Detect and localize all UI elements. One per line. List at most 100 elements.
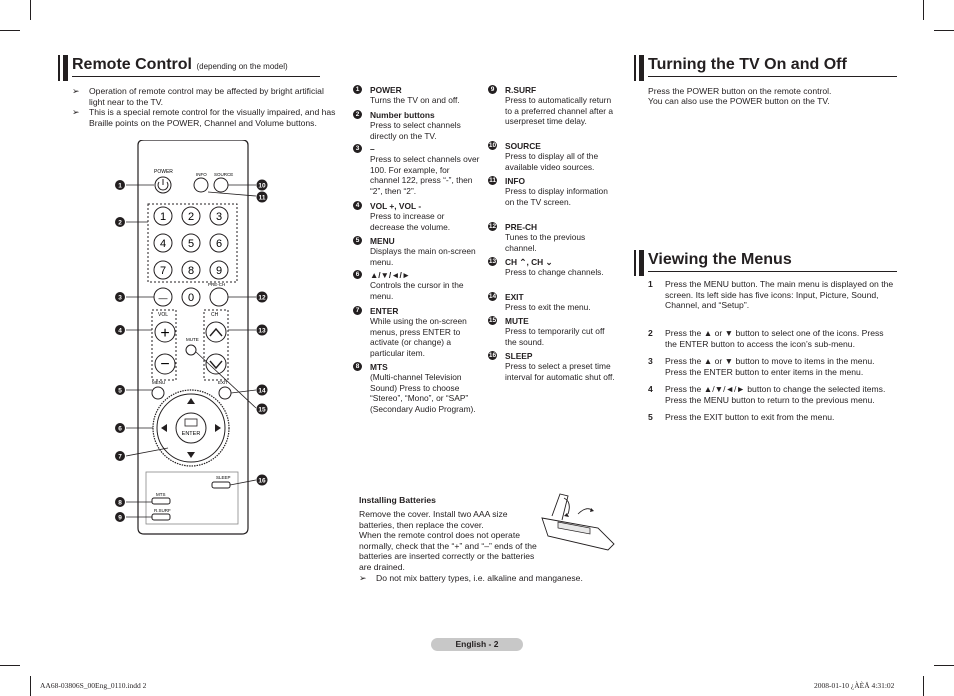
- item-number: 2: [353, 110, 362, 119]
- list-item: 12 PRE-CH Tunes to the previous channel.: [488, 222, 615, 253]
- item-body: Press to increase or decrease the volume…: [370, 211, 451, 232]
- battery-install-illustration: [541, 493, 615, 551]
- item-body: While using the on-screen menus, press E…: [370, 316, 467, 358]
- list-item: 10 SOURCE Press to display all of the av…: [488, 141, 615, 172]
- item-body: (Multi-channel Television Sound) Press t…: [370, 372, 476, 414]
- digit-7: 7: [160, 265, 166, 277]
- list-item: 14 EXIT Press to exit the menu.: [488, 292, 615, 313]
- title-bar: [639, 55, 644, 81]
- step-item: 3 Press the ▲ or ▼ button to move to ite…: [648, 356, 897, 377]
- digit-9: 9: [216, 265, 222, 277]
- title-rule: [72, 76, 320, 77]
- source-label: SOURCE: [214, 172, 233, 177]
- step-item: 4 Press the ▲/▼/◄/► button to change the…: [648, 384, 897, 405]
- step-text: Press the ▲ or ▼ button to select one of…: [665, 328, 884, 349]
- item-heading: CH ⌃, CH ⌄: [505, 257, 553, 267]
- item-heading: ▲/▼/◄/►: [370, 270, 411, 280]
- callout-10: 10: [258, 183, 266, 190]
- batteries-text-1: Remove the cover. Install two AAA size b…: [359, 509, 508, 530]
- item-body: Tunes to the previous channel.: [505, 232, 586, 253]
- mute-label: MUTE: [186, 337, 199, 342]
- step-text: Press the ▲ or ▼ button to move to items…: [665, 356, 875, 377]
- crop-mark: [30, 0, 31, 20]
- item-number: 11: [488, 176, 497, 185]
- enter-label: ENTER: [182, 431, 201, 437]
- footer-file-name: AA68-03806S_00Eng_0110.indd 2: [40, 681, 147, 690]
- item-heading: SOURCE: [505, 141, 541, 151]
- title-bar: [58, 55, 60, 81]
- note-arrow-icon: ➢: [72, 86, 80, 96]
- callout-1: 1: [118, 183, 122, 190]
- item-body: Press to display all of the available vi…: [505, 151, 599, 172]
- digit-4: 4: [160, 238, 166, 250]
- remote-title-text: Remote Control: [72, 56, 192, 73]
- note-text: Operation of remote control may be affec…: [89, 86, 324, 107]
- list-item: 5 MENU Displays the main on-screen menu.: [353, 236, 480, 267]
- callout-9: 9: [118, 515, 122, 522]
- item-body: Press to change channels.: [505, 267, 604, 278]
- step-item: 5 Press the EXIT button to exit from the…: [648, 412, 897, 423]
- step-text: Press the EXIT button to exit from the m…: [665, 412, 835, 422]
- section-title-remote: Remote Control (depending on the model): [72, 56, 288, 74]
- crop-mark: [934, 665, 954, 666]
- rsurf-label: R.SURF: [154, 508, 171, 513]
- list-item: 4 VOL +, VOL - Press to increase or decr…: [353, 201, 480, 232]
- item-heading: EXIT: [505, 292, 524, 302]
- digit-1: 1: [160, 211, 166, 223]
- callout-7: 7: [118, 454, 122, 461]
- item-number: 8: [353, 362, 362, 371]
- step-number: 4: [648, 384, 653, 394]
- list-item: 8 MTS (Multi-channel Television Sound) P…: [353, 362, 480, 414]
- item-body: Press to display information on the TV s…: [505, 186, 608, 207]
- batteries-text-2: When the remote control does not operate…: [359, 530, 537, 572]
- step-number: 3: [648, 356, 653, 366]
- menu-label: MENU: [152, 380, 165, 385]
- list-item: 16 SLEEP Press to select a preset time i…: [488, 351, 615, 382]
- callout-2: 2: [118, 220, 122, 227]
- list-item: 9 R.SURF Press to automatically return t…: [488, 85, 615, 127]
- title-bar: [634, 250, 636, 276]
- crop-mark: [923, 0, 924, 20]
- item-number: 14: [488, 292, 497, 301]
- footer-date: 2008-01-10 ¿ÀÈÄ 4:31:02: [814, 681, 895, 690]
- item-number: 3: [353, 144, 362, 153]
- item-body: Press to select channels directly on the…: [370, 120, 461, 141]
- note-arrow-icon: ➢: [359, 573, 367, 583]
- item-number: 9: [488, 85, 497, 94]
- item-heading: ENTER: [370, 306, 399, 316]
- digit-8: 8: [188, 265, 194, 277]
- item-heading: INFO: [505, 176, 526, 186]
- callout-16: 16: [258, 478, 266, 485]
- page-number: English - 2: [431, 638, 523, 651]
- item-heading: VOL +, VOL -: [370, 201, 422, 211]
- digit-5: 5: [188, 238, 194, 250]
- step-number: 2: [648, 328, 653, 338]
- batteries-note: ➢ Do not mix battery types, i.e. alkalin…: [359, 573, 636, 584]
- list-item: 11 INFO Press to display information on …: [488, 176, 615, 207]
- list-item: 2 Number buttons Press to select channel…: [353, 110, 480, 141]
- crop-mark: [923, 676, 924, 696]
- ch-label: CH: [211, 312, 219, 318]
- on-off-text-2: You can also use the POWER button on the…: [648, 96, 830, 106]
- item-body: Controls the cursor in the menu.: [370, 280, 464, 301]
- digit-0: 0: [188, 292, 194, 304]
- mts-label: MTS: [156, 492, 166, 497]
- dash-button: —: [159, 293, 168, 303]
- callout-5: 5: [118, 388, 122, 395]
- list-item: 6 ▲/▼/◄/► Controls the cursor in the men…: [353, 270, 480, 301]
- list-item: 1 POWER Turns the TV on and off.: [353, 85, 480, 106]
- item-body: Press to temporarily cut off the sound.: [505, 326, 605, 347]
- item-number: 5: [353, 236, 362, 245]
- callout-14: 14: [258, 388, 266, 395]
- exit-label: EXIT: [218, 380, 228, 385]
- item-number: 13: [488, 257, 497, 266]
- note-item: ➢ Operation of remote control may be aff…: [72, 86, 339, 107]
- list-item: 15 MUTE Press to temporarily cut off the…: [488, 316, 615, 347]
- item-heading: R.SURF: [505, 85, 537, 95]
- item-body: Press to select channels over 100. For e…: [370, 154, 480, 196]
- title-bar: [639, 250, 644, 276]
- item-number: 7: [353, 306, 362, 315]
- section-title-menus: Viewing the Menus: [648, 251, 792, 268]
- item-heading: MUTE: [505, 316, 529, 326]
- callout-12: 12: [258, 295, 266, 302]
